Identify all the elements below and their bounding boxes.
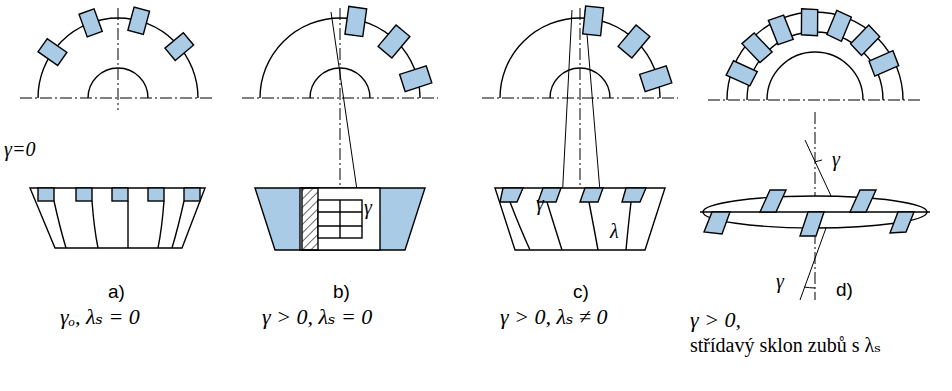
panel-letter: b) [333,282,350,303]
cutter-a-side [30,188,205,248]
cutter-d-front [708,8,922,100]
panel-letter: d) [836,280,853,301]
angle-label: γ=0 [4,138,35,160]
caption-text: γ > 0, [690,308,741,332]
angle-label: γ [832,148,840,170]
angle-label: γ [364,196,372,218]
angle-label: γ [776,270,784,292]
angle-label: γ [536,192,544,214]
cutter-b-side [255,188,425,250]
caption-text: γ > 0, λₛ = 0 [262,305,372,329]
panel-letter: a) [108,282,125,303]
cutter-c-side [495,188,665,250]
cutter-a-front [20,7,215,110]
angle-label: λ [610,220,619,242]
cutter-d-side [700,112,930,300]
caption-text: střídavý sklon zubů s λₛ [690,334,881,356]
caption-text: γ > 0, λₛ ≠ 0 [500,305,608,329]
panel-letter: c) [573,282,589,303]
caption-text: γₒ, λₛ = 0 [60,305,140,329]
